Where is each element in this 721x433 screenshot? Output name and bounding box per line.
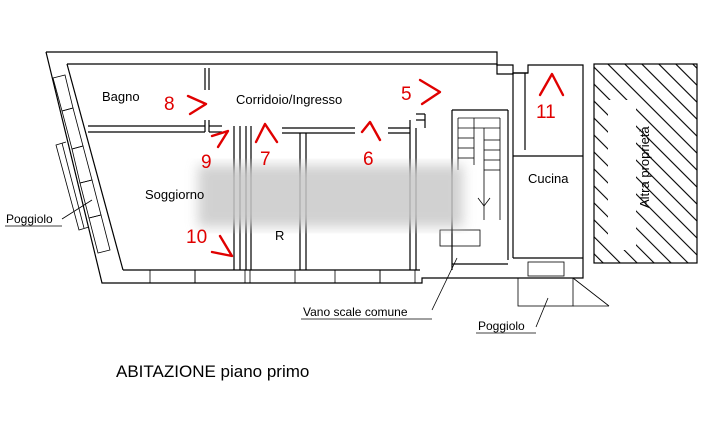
right-balcony: [517, 261, 610, 307]
blurred-watermark: [198, 165, 463, 227]
svg-text:7: 7: [260, 149, 271, 170]
leader-lines: [61, 199, 549, 328]
view-point-8: 8: [164, 94, 208, 116]
callout-poggiolo-right: Poggiolo: [478, 319, 525, 333]
view-point-6: 6: [360, 120, 382, 170]
svg-text:9: 9: [201, 152, 212, 173]
view-point-9: 9: [201, 129, 230, 173]
left-windows: [52, 74, 111, 254]
svg-text:8: 8: [164, 94, 175, 115]
callout-vano-scale: Vano scale comune: [303, 305, 408, 319]
room-label-altra-proprieta: Altra proprietà: [637, 126, 652, 208]
view-point-11: 11: [536, 72, 565, 123]
room-label-bagno: Bagno: [102, 89, 140, 104]
bottom-windows: [149, 269, 416, 284]
view-point-7: 7: [254, 122, 279, 170]
svg-text:6: 6: [363, 149, 374, 170]
room-label-cucina: Cucina: [528, 171, 569, 186]
svg-text:10: 10: [186, 227, 207, 248]
plan-caption: ABITAZIONE piano primo: [116, 362, 309, 381]
kitchen-walls: [512, 73, 583, 259]
svg-text:5: 5: [401, 84, 412, 105]
view-point-10: 10: [186, 227, 234, 258]
left-balcony: [55, 141, 90, 231]
callout-poggiolo-left: Poggiolo: [6, 212, 53, 226]
room-label-corridoio: Corridoio/Ingresso: [236, 92, 342, 107]
room-label-r: R: [275, 228, 284, 243]
view-point-5: 5: [401, 78, 442, 106]
svg-text:11: 11: [536, 102, 556, 123]
room-label-soggiorno: Soggiorno: [145, 187, 204, 202]
